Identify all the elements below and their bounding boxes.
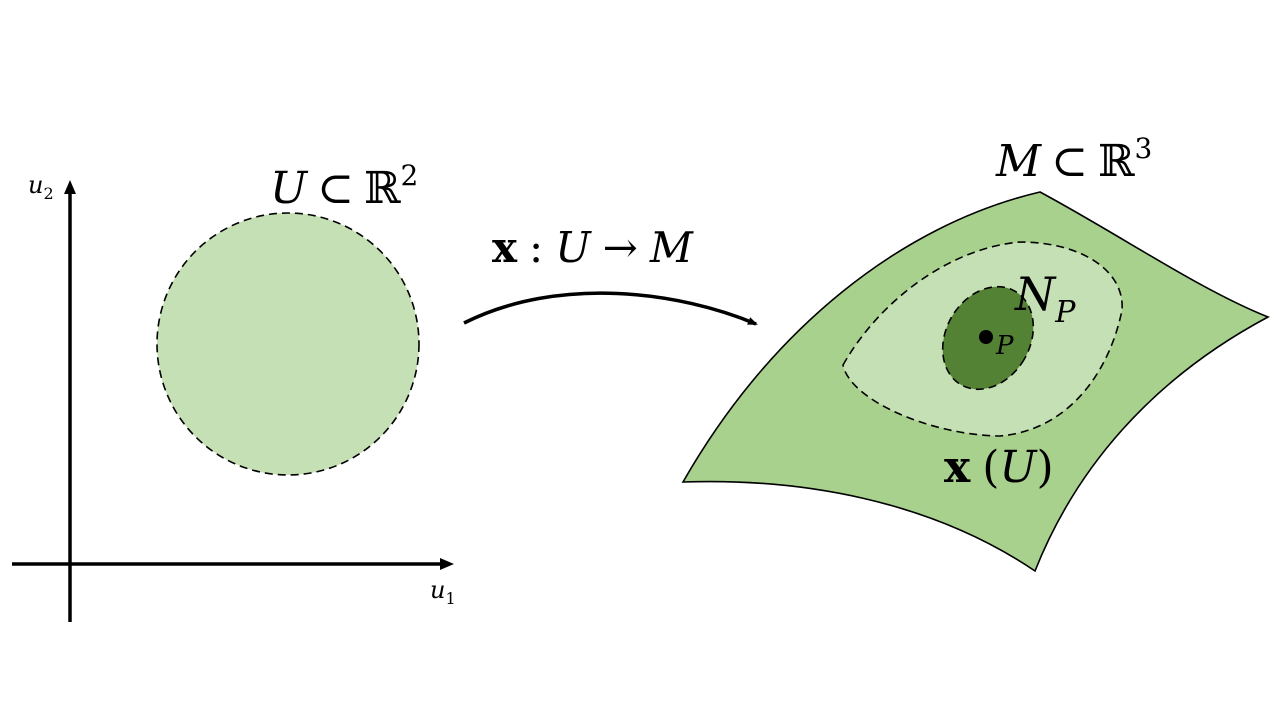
point-p-label: P <box>995 331 1014 361</box>
surface-set-label: M⊂ℝ3 <box>995 132 1152 187</box>
y-axis-arrowhead <box>64 180 76 194</box>
y-axis-subscript: 2 <box>43 184 53 203</box>
x-axis-subscript: 1 <box>445 589 455 608</box>
mapping-arrow <box>463 291 758 326</box>
neighborhood-label: NP <box>1014 267 1076 330</box>
mapping-label: x:U→M <box>492 223 694 272</box>
domain-set-label: U⊂ℝ2 <box>270 159 418 214</box>
image-label: x(U) <box>944 442 1054 493</box>
point-p-marker <box>979 330 993 344</box>
y-axis-label: u2 <box>28 171 54 203</box>
domain-disk <box>156 212 420 476</box>
x-axis-arrowhead <box>440 558 454 570</box>
x-axis-label: u1 <box>430 576 456 608</box>
